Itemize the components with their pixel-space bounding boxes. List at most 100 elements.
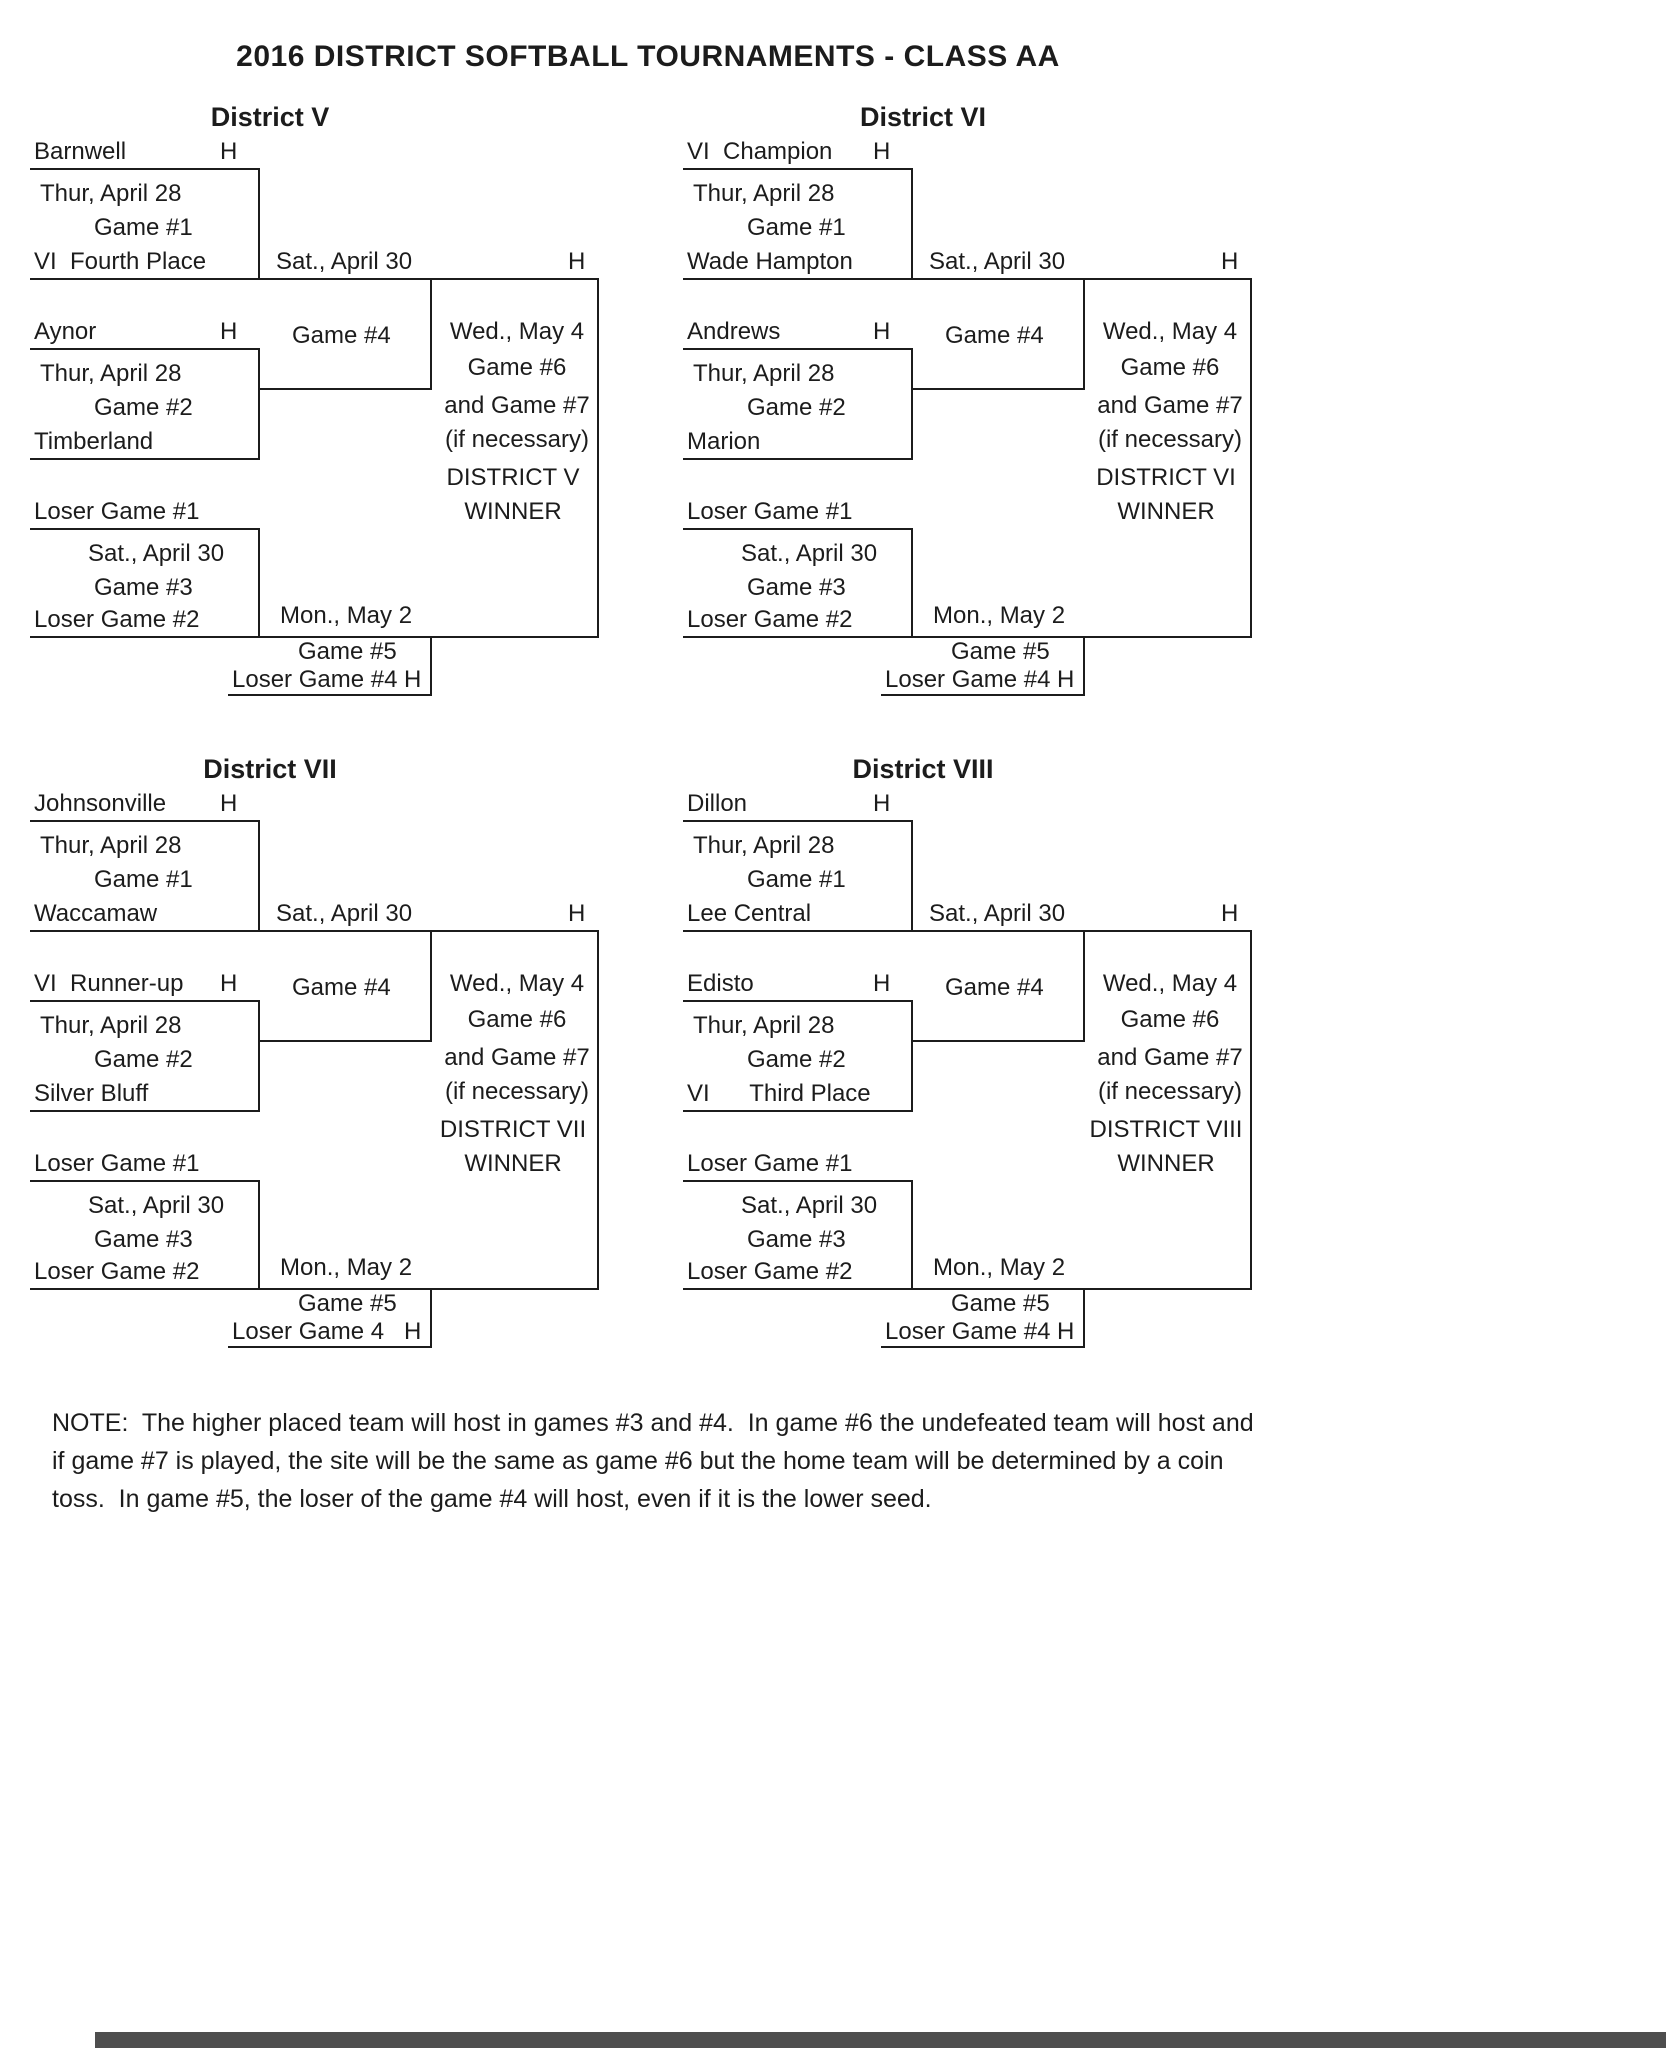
game7-condition: (if necessary) <box>1097 426 1243 453</box>
game2-date: Thur, April 28 <box>693 1012 835 1039</box>
game3-top-line <box>683 528 913 530</box>
game2-team-bottom-label: VI Third Place <box>687 1080 871 1107</box>
game6-label: Game #6 <box>1120 354 1220 381</box>
game2-team-top-line <box>30 348 260 350</box>
game1-bracket-line <box>258 168 260 280</box>
district-bracket: District VII Johnsonville H Thur, April … <box>30 752 630 1374</box>
game2-bracket-line <box>911 348 913 460</box>
game3-loser-bottom-label: Loser Game #2 <box>687 606 853 633</box>
game2-team-top-host: H <box>220 318 238 345</box>
game2-label: Game #2 <box>94 1046 193 1073</box>
game1-date: Thur, April 28 <box>40 832 182 859</box>
game3-loser-top-label: Loser Game #1 <box>34 1150 200 1177</box>
game5-host: H <box>1057 1318 1075 1345</box>
district-title: District VII <box>203 754 337 784</box>
game1-team-top-line <box>30 820 260 822</box>
district-winner-line2: WINNER <box>464 1150 562 1177</box>
game5-date: Mon., May 2 <box>280 602 413 629</box>
game4-advance-line <box>30 278 599 280</box>
game5-date: Mon., May 2 <box>933 1254 1066 1281</box>
game1-label: Game #1 <box>747 866 846 893</box>
game2-date: Thur, April 28 <box>693 360 835 387</box>
game7-label: and Game #7 <box>1097 1044 1243 1071</box>
district-bracket: District VI VI Champion H Thur, April 28… <box>683 100 1283 722</box>
game6-label: Game #6 <box>1120 1006 1220 1033</box>
game5-advance-line <box>683 636 1252 638</box>
game2-date: Thur, April 28 <box>40 1012 182 1039</box>
game2-winner-line <box>911 388 1085 390</box>
game4-label: Game #4 <box>945 974 1044 1001</box>
game5-label: Game #5 <box>951 1290 1050 1317</box>
game1-bracket-line <box>911 168 913 280</box>
district-title: District VI <box>859 102 987 132</box>
game3-date: Sat., April 30 <box>741 1192 878 1219</box>
game4-bracket-line <box>430 278 432 390</box>
game4-host: H <box>568 248 586 275</box>
game5-host-team-label: Loser Game #4 <box>232 666 398 693</box>
game1-team-top-host: H <box>220 790 238 817</box>
game4-bracket-line <box>1083 278 1085 390</box>
game1-team-bottom-label: Lee Central <box>687 900 812 927</box>
game2-team-top-label: VI Runner-up <box>34 970 184 997</box>
game2-team-bottom-label: Timberland <box>34 428 154 455</box>
game2-team-bottom-line <box>30 458 260 460</box>
district-bracket: District V Barnwell H Thur, April 28 Gam… <box>30 100 630 722</box>
game1-team-top-host: H <box>873 138 891 165</box>
bracket-district-viii: District VIII Dillon H Thur, April 28 Ga… <box>683 752 1283 1374</box>
game2-team-top-label: Andrews <box>687 318 781 345</box>
district-winner-line2: WINNER <box>464 498 562 525</box>
game5-bracket-line <box>1083 636 1085 696</box>
game6-bracket-line <box>1250 930 1252 1290</box>
game6-date: Wed., May 4 <box>1102 318 1238 345</box>
game4-label: Game #4 <box>945 322 1044 349</box>
game5-host-team-label: Loser Game #4 <box>885 666 1051 693</box>
game3-loser-top-label: Loser Game #1 <box>34 498 200 525</box>
game2-label: Game #2 <box>747 394 846 421</box>
game5-label: Game #5 <box>951 638 1050 665</box>
game4-host: H <box>1221 900 1239 927</box>
game2-team-bottom-line <box>683 1110 913 1112</box>
game2-team-top-label: Aynor <box>34 318 97 345</box>
district-title: District VIII <box>852 754 994 784</box>
game4-advance-line <box>683 278 1252 280</box>
game5-host: H <box>404 1318 422 1345</box>
game5-host-team-label: Loser Game 4 <box>232 1318 385 1345</box>
game4-date: Sat., April 30 <box>276 900 413 927</box>
game5-host: H <box>404 666 422 693</box>
game5-bracket-line <box>430 1288 432 1348</box>
game5-label: Game #5 <box>298 1290 397 1317</box>
game4-label: Game #4 <box>292 974 391 1001</box>
game4-date: Sat., April 30 <box>929 900 1066 927</box>
game3-loser-bottom-label: Loser Game #2 <box>34 606 200 633</box>
game2-winner-line <box>258 388 432 390</box>
game5-host-team-label: Loser Game #4 <box>885 1318 1051 1345</box>
game4-date: Sat., April 30 <box>276 248 413 275</box>
bracket-district-vi: District VI VI Champion H Thur, April 28… <box>683 100 1283 722</box>
game1-label: Game #1 <box>747 214 846 241</box>
game3-loser-top-label: Loser Game #1 <box>687 1150 853 1177</box>
district-bracket: District VIII Dillon H Thur, April 28 Ga… <box>683 752 1283 1374</box>
game3-label: Game #3 <box>94 1226 193 1253</box>
game2-team-top-host: H <box>873 970 891 997</box>
game6-date: Wed., May 4 <box>1102 970 1238 997</box>
game2-team-bottom-line <box>683 458 913 460</box>
game5-advance-line <box>683 1288 1252 1290</box>
scan-artifact-bar <box>95 2032 1666 2048</box>
game4-bracket-line <box>1083 930 1085 1042</box>
game1-team-top-label: Barnwell <box>34 138 127 165</box>
game1-bracket-line <box>258 820 260 932</box>
game4-bracket-line <box>430 930 432 1042</box>
game3-label: Game #3 <box>747 574 846 601</box>
district-winner-line1: DISTRICT VIII <box>1089 1116 1243 1143</box>
game5-host-line <box>228 694 432 696</box>
game1-bracket-line <box>911 820 913 932</box>
game1-label: Game #1 <box>94 866 193 893</box>
game3-bracket-line <box>258 1180 260 1290</box>
game2-team-top-host: H <box>220 970 238 997</box>
game3-bracket-line <box>911 528 913 638</box>
game3-label: Game #3 <box>94 574 193 601</box>
game2-team-bottom-label: Marion <box>687 428 761 455</box>
game1-label: Game #1 <box>94 214 193 241</box>
game5-bracket-line <box>430 636 432 696</box>
game1-team-top-line <box>30 168 260 170</box>
